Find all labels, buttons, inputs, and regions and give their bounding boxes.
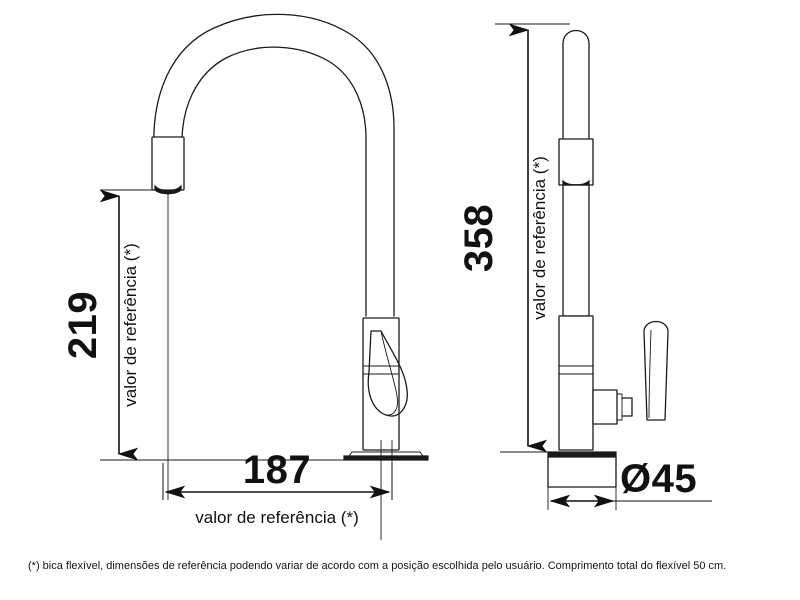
handle-hub-side [592, 389, 618, 425]
spout-side-sleeve [558, 138, 594, 186]
deck-flange-edge-left [348, 451, 424, 457]
base-cylinder-side [547, 456, 617, 488]
lever-handle-front-edge [380, 330, 398, 416]
handle-hub-neck [621, 397, 633, 417]
lever-handle-side-highlight [648, 329, 652, 419]
lever-handle-side [643, 320, 669, 421]
dim-value-d45: Ø45 [620, 457, 697, 501]
dim-value-187: 187 [243, 448, 311, 492]
spray-head-body [151, 136, 185, 191]
dim-note-358: valor de referência (*) [530, 156, 549, 319]
valve-body-side [558, 315, 594, 451]
drawing-footnote: (*) bica flexível, dimensões de referênc… [28, 560, 727, 572]
spout-side-sleeve-base [562, 179, 590, 186]
front-view-group: 219 valor de referência (*) 187 valor de… [61, 13, 429, 540]
base-top-plate-side [547, 451, 617, 458]
side-view-group: 358 valor de referência (*) Ø45 [457, 23, 712, 510]
lever-handle-front [367, 330, 408, 417]
spout-inner-curve [181, 46, 367, 317]
dim-note-219: valor de referência (*) [121, 243, 140, 406]
dim-note-187: valor de referência (*) [195, 508, 358, 527]
spout-outer-curve [153, 13, 395, 317]
dim-value-358: 358 [457, 204, 501, 272]
handle-hub-cap-line [617, 393, 623, 421]
deck-flange-front [343, 455, 429, 461]
dim-value-219: 219 [61, 291, 105, 359]
